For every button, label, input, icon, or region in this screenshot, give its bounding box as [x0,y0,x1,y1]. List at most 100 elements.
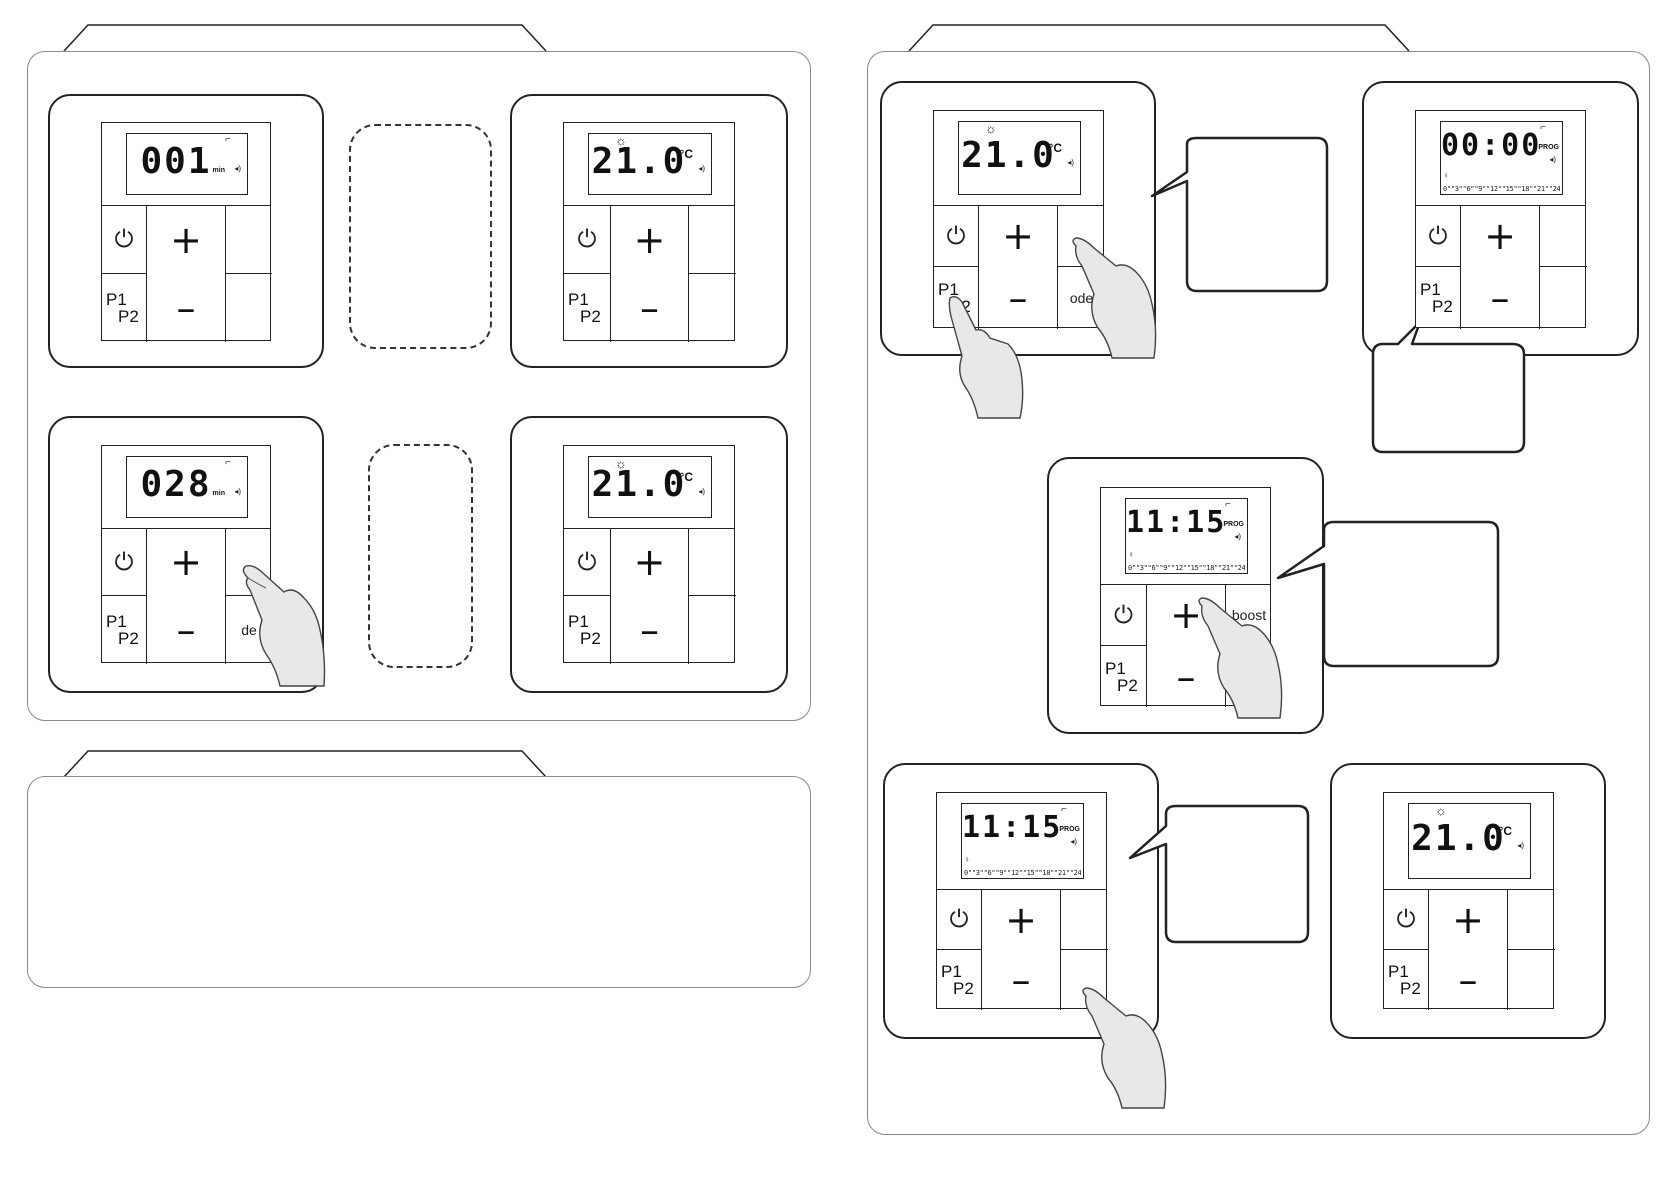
minus-button[interactable]: – [176,286,196,330]
side-button-bottom[interactable] [225,274,272,342]
plus-button[interactable]: + [1452,897,1484,942]
plus-button[interactable]: + [170,217,202,262]
p2-label: P2 [580,629,601,648]
side-button-bottom[interactable] [688,274,736,342]
p1-label: P1 [938,280,959,299]
lcd-display: 21.0°C☼◂) [588,133,712,195]
plus-button[interactable]: + [1170,593,1202,637]
placeholder-slot-2 [368,444,473,668]
fan-icon: ⌐ [225,457,231,468]
display-divider [1384,889,1553,890]
display-divider [1416,205,1585,206]
sun-icon: ☼ [615,456,627,471]
section-left-bottom [27,776,811,988]
plus-button[interactable]: + [170,540,202,584]
side-button-top[interactable]: boost [1225,584,1272,646]
plus-button[interactable]: + [1484,214,1516,258]
fan-icon: ⌐ [1225,499,1231,510]
lcd-unit: °C [1048,141,1062,155]
p2-label: P2 [1400,979,1421,998]
plus-button[interactable]: + [633,540,666,584]
power-button[interactable]: ⏻ [1384,889,1429,950]
side-button-bottom[interactable] [1225,646,1272,707]
section-tab-right [908,24,1410,52]
side-button-bottom[interactable] [1539,267,1587,329]
p1-label: P1 [1388,962,1409,981]
sun-icon: ☼ [1435,803,1447,818]
section-tab-left-bottom [63,750,547,778]
minus-button[interactable]: – [1490,276,1510,320]
power-button[interactable]: ⏻ [1416,205,1461,267]
p1-label: P1 [568,612,589,631]
side-button-top[interactable] [688,528,736,596]
plus-button[interactable]: + [1005,897,1037,942]
fan-icon: ⌐ [225,134,231,145]
power-button[interactable]: ⏻ [1101,584,1147,646]
power-button[interactable]: ⏻ [102,528,147,596]
lcd-reading: 11:15 [962,810,1063,845]
side-button-bottom[interactable]: ode [1057,267,1105,329]
power-button[interactable]: ⏻ [564,205,611,274]
side-button-top[interactable] [688,205,736,274]
power-button[interactable]: ⏻ [102,205,147,274]
side-button-top[interactable] [1060,889,1108,950]
minus-button[interactable]: – [640,286,659,330]
display-divider [102,205,270,206]
side-button-top[interactable] [225,528,272,596]
person-icon: ♀ [1443,171,1449,180]
lcd-unit: °C [679,470,693,484]
side-button-top[interactable] [1057,205,1105,267]
plus-button[interactable]: + [633,217,666,262]
side-button-bottom[interactable] [688,596,736,664]
side-button-bottom[interactable] [1060,950,1108,1010]
speaker-icon: ◂) [1067,158,1074,167]
side-button-top[interactable] [225,205,272,274]
side-button-bottom[interactable]: de [225,596,272,664]
power-button[interactable]: ⏻ [937,889,982,950]
side-button-top[interactable] [1539,205,1587,267]
lcd-reading: 21.0 [961,135,1056,176]
minus-button[interactable]: – [176,608,196,652]
p2-label: P2 [1432,297,1453,316]
time-scale: 0""3""6""9""12""15""18""21""24" [1128,564,1245,572]
display-divider [1101,584,1270,585]
minus-button[interactable]: – [640,608,659,652]
p1-label: P1 [1105,658,1126,678]
p2-label: P2 [1117,675,1138,695]
p1-label: P1 [106,612,127,631]
p2-label: P2 [950,297,971,316]
lcd-display: 21.0°C☼◂) [958,121,1081,195]
power-button[interactable]: ⏻ [934,205,979,267]
p1-label: P1 [106,290,127,309]
plus-button[interactable]: + [1002,214,1034,258]
p2-label: P2 [118,307,139,326]
p2-label: P2 [118,629,139,648]
side-button-top[interactable] [1507,889,1555,950]
lcd-unit: PROG [1223,521,1244,528]
sun-icon: ☼ [615,133,627,148]
minus-button[interactable]: – [1008,276,1028,320]
placeholder-slot-1 [349,124,492,349]
minus-button[interactable]: – [1458,958,1478,1002]
speaker-icon: ◂) [234,487,241,496]
power-button[interactable]: ⏻ [564,528,611,596]
minus-button[interactable]: – [1011,958,1031,1002]
minus-button[interactable]: – [1176,654,1196,699]
fan-icon: ⌐ [1540,122,1546,133]
lcd-reading: 21.0 [591,464,687,505]
side-button-bottom[interactable] [1507,950,1555,1010]
